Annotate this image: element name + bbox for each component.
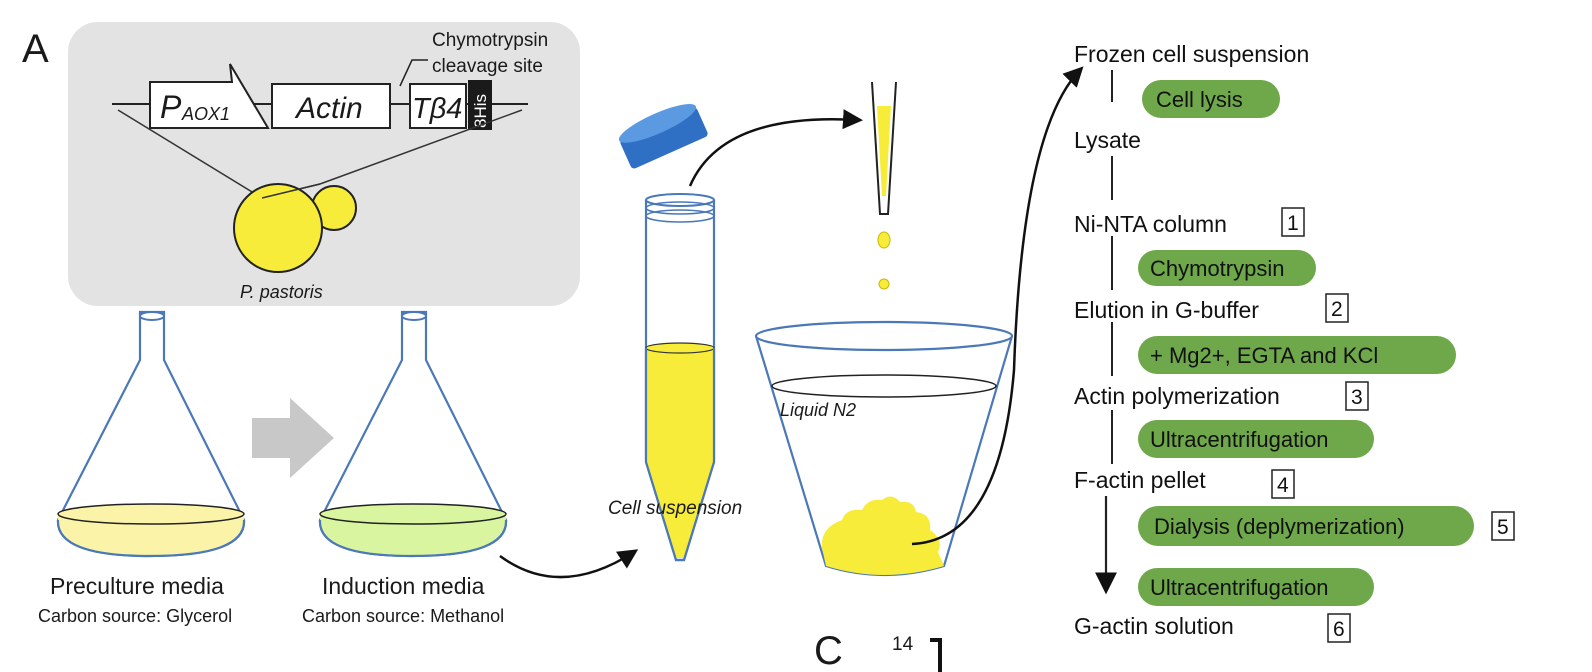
tube-thread-1 [645, 201, 715, 215]
tube-rim [645, 193, 715, 207]
step-number-box [1325, 293, 1349, 323]
frozen-pellets [821, 496, 944, 575]
step-number: 6 [1333, 618, 1345, 641]
cup-label: Liquid N2 [780, 400, 856, 420]
induction-title: Induction media [322, 573, 485, 599]
pill-label: Ultracentrifugation [1150, 427, 1329, 452]
step-number-box [1327, 613, 1351, 643]
step-number: 5 [1497, 516, 1509, 539]
induction-flask-neck [401, 311, 427, 321]
tube-thread-2 [645, 209, 715, 223]
step-lysate: Lysate [1074, 127, 1141, 153]
step-g-actin-solution: G-actin solution [1074, 613, 1234, 639]
promoter-subscript: AOX1 [181, 104, 230, 124]
pill-dialysis [1138, 506, 1474, 546]
preculture-flask-neck [139, 311, 165, 321]
preculture-flask-base [56, 519, 246, 558]
pill-mg-egta-kcl [1138, 336, 1456, 374]
pill-chymotrypsin [1138, 250, 1316, 286]
pill-label: + Mg2+, EGTA and KCl [1150, 343, 1378, 368]
transfer-arrow [252, 398, 334, 478]
cup-rim [754, 320, 1014, 352]
integration-line-overlay [261, 183, 321, 199]
pill-cell-lysis [1142, 80, 1280, 118]
pipette-liquid [877, 106, 891, 196]
tube-outline-lower [644, 348, 716, 562]
his-tag-label: 8His [471, 94, 490, 128]
cleavage-label-line1: Chymotrypsin [432, 30, 548, 51]
pill-label: Cell lysis [1156, 87, 1243, 112]
cleavage-callout-line [399, 59, 428, 87]
yeast-cell [233, 183, 323, 273]
pill-label: Ultracentrifugation [1150, 575, 1329, 600]
panel-label-a: A [22, 27, 49, 71]
pill-ultracentrifugation-2 [1138, 568, 1374, 606]
induction-subtitle: Carbon source: Methanol [302, 606, 504, 626]
step-f-actin-pellet: F-actin pellet [1074, 467, 1206, 493]
step-frozen-cell-suspension: Frozen cell suspension [1074, 41, 1309, 67]
step-number: 4 [1277, 474, 1289, 497]
droplet [878, 278, 890, 290]
panel-label-c: C [814, 629, 843, 672]
promoter-block [149, 63, 270, 129]
arrow-to-tube [499, 549, 639, 579]
actin-label: Actin [294, 92, 363, 125]
step-ni-nta-column: Ni-NTA column [1074, 211, 1227, 237]
tube-liquid-surface [645, 342, 715, 354]
arrow-to-workflow [911, 66, 1084, 546]
step-number-box [1345, 381, 1369, 411]
axis-tick-label: 14 [892, 634, 914, 655]
pill-ultracentrifugation-1 [1138, 420, 1374, 458]
pipette-tip [871, 81, 897, 215]
tube-cap [618, 104, 708, 169]
induction-flask-base [318, 519, 508, 558]
organism-label: P. pastoris [240, 282, 323, 302]
step-number: 2 [1331, 298, 1343, 321]
step-actin-polymerization: Actin polymerization [1074, 383, 1280, 409]
actin-block [271, 83, 391, 129]
preculture-subtitle: Carbon source: Glycerol [38, 606, 232, 626]
tube-cell-suspension [646, 348, 714, 558]
pill-label: Chymotrypsin [1150, 256, 1284, 281]
step-number-box [1281, 207, 1305, 237]
step-number-box [1271, 469, 1295, 499]
tbeta4-block [409, 83, 467, 129]
step-number-box [1491, 511, 1515, 541]
preculture-title: Preculture media [50, 573, 224, 599]
arrow-to-pipette [688, 109, 863, 187]
tbeta4-label: Tβ4 [412, 93, 462, 125]
promoter-label: P [160, 89, 182, 125]
step-number: 3 [1351, 386, 1363, 409]
integration-line-left [117, 109, 263, 199]
integration-line-right [319, 109, 523, 185]
pill-label: Dialysis (deplymerization) [1154, 514, 1405, 539]
tube-label: Cell suspension [608, 498, 742, 519]
step-number: 1 [1287, 212, 1299, 235]
n2-surface [771, 374, 997, 398]
axis-fragment [930, 638, 942, 672]
induction-media-surface [319, 503, 507, 525]
preculture-media-surface [57, 503, 245, 525]
cleavage-label-line2: cleavage site [432, 56, 543, 77]
step-elution: Elution in G-buffer [1074, 297, 1259, 323]
droplet [877, 231, 891, 249]
